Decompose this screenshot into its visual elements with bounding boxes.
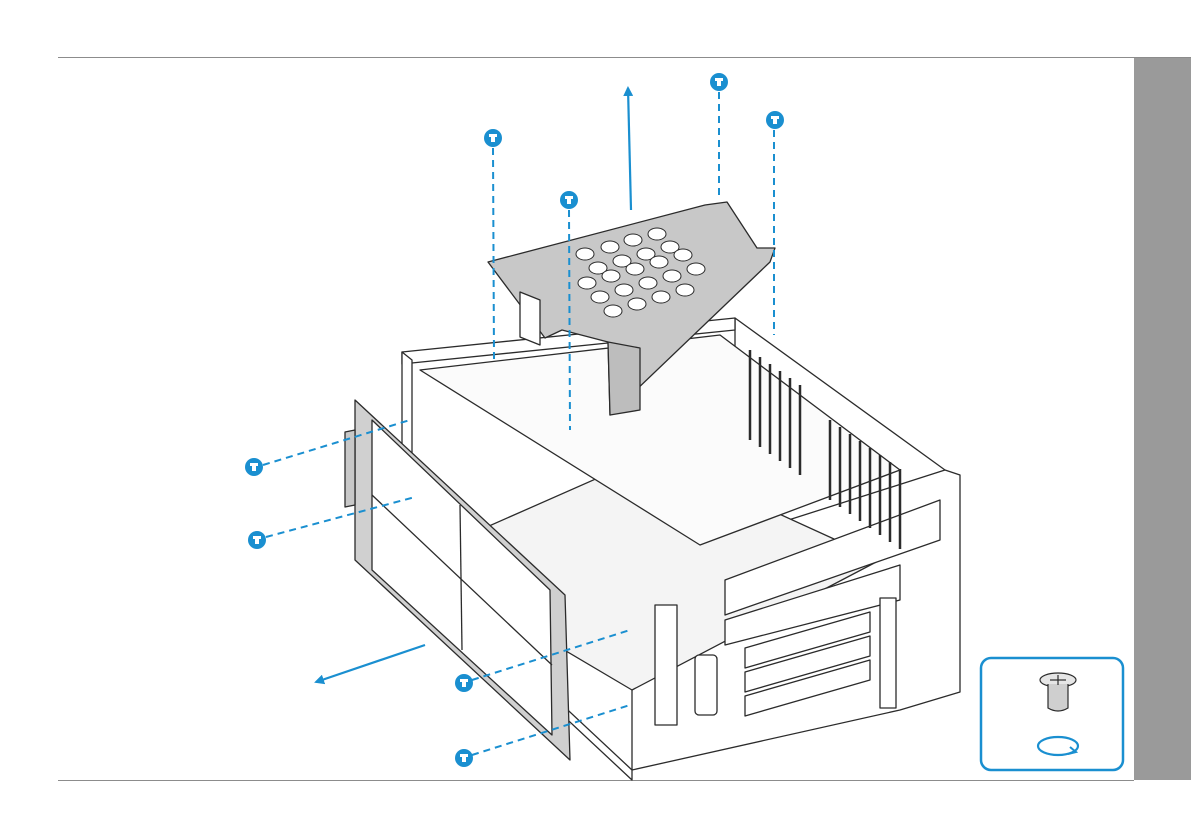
- screw-icon: [560, 191, 578, 209]
- screw-icon: [710, 73, 728, 91]
- screw-removal-callout: [981, 658, 1123, 770]
- screw-icon: [455, 749, 473, 767]
- screw-icon: [484, 129, 502, 147]
- screw-icon: [245, 458, 263, 476]
- side-bracket: [345, 400, 570, 760]
- screw-icon: [248, 531, 266, 549]
- screw-icon: [455, 674, 473, 692]
- pull-arrow-icon: [316, 645, 425, 682]
- lift-arrow-icon: [628, 88, 631, 210]
- screw-icon: [766, 111, 784, 129]
